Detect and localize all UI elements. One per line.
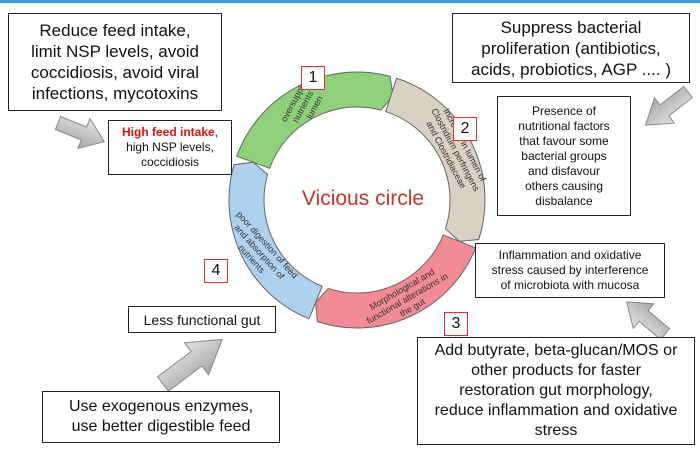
arrow-up-right-icon — [156, 338, 223, 392]
ring-segment-4 — [228, 161, 323, 320]
arrow-down-left-icon — [644, 85, 694, 126]
text-line: disbalance — [535, 193, 593, 208]
exogenous-enzymes-box: Use exogenous enzymes, use better digest… — [42, 391, 280, 443]
text-line: nutritional factors — [518, 118, 610, 133]
text-line: others causing — [524, 178, 604, 193]
step-number-4: 4 — [204, 259, 228, 283]
text-line: of microbiota with mucosa — [500, 278, 640, 292]
arrow-right-icon — [54, 115, 106, 150]
text-line: restoration gut morphology, — [459, 382, 653, 399]
ring-segments — [228, 71, 486, 329]
text-line: Inflammation and oxidative — [498, 248, 642, 262]
circle-title: Vicious circle — [302, 187, 424, 210]
text-line: that favour some — [519, 133, 609, 148]
text-line: infections, mycotoxins — [31, 84, 199, 103]
text-line: use better digestible feed — [71, 418, 251, 435]
text-line: Use exogenous enzymes, — [68, 398, 254, 415]
butyrate-box: Add butyrate, beta-glucan/MOS or other p… — [417, 337, 695, 445]
step-number-1: 1 — [301, 66, 325, 90]
high-feed-intake-box: High feed intake, high NSP levels, cocci… — [108, 120, 232, 175]
text-line: reduce inflammation and oxidative — [434, 402, 678, 419]
text-line: Presence of — [531, 103, 597, 118]
high-feed-intake-highlight: High feed intake — [121, 125, 215, 139]
text-line: Reduce feed intake, — [39, 21, 191, 40]
text-line: bacterial groups — [521, 148, 607, 163]
text-line: other products for faster — [471, 362, 641, 379]
text-line: stress — [534, 422, 578, 439]
text-line: Suppress bacterial — [500, 17, 642, 37]
inflammation-box: Inflammation and oxidative stress caused… — [475, 243, 665, 298]
text-line: Add butyrate, beta-glucan/MOS or — [434, 342, 678, 359]
text-line: acids, probiotics, AGP .... ) — [471, 59, 671, 79]
reduce-feed-box: Reduce feed intake, limit NSP levels, av… — [8, 13, 222, 111]
text-line: limit NSP levels, avoid — [31, 42, 199, 61]
text-line: proliferation (antibiotics, — [481, 38, 661, 58]
step-number-2: 2 — [453, 117, 477, 141]
step-number-3: 3 — [444, 312, 468, 336]
text-line: coccidiosis — [140, 155, 200, 169]
ring-segment-3 — [315, 234, 477, 329]
ring-segment-2 — [385, 77, 486, 242]
text-line: coccidiosis, avoid viral — [30, 63, 200, 82]
nutritional-factors-box: Presence of nutritional factors that fav… — [497, 96, 631, 216]
arrow-up-left-icon — [626, 301, 671, 341]
text-line: stress caused by interference — [491, 263, 649, 277]
less-functional-gut-label: Less functional gut — [143, 311, 261, 328]
comma: , — [214, 125, 219, 139]
ring-segment-1 — [236, 71, 394, 169]
suppress-bacterial-box: Suppress bacterial proliferation (antibi… — [452, 13, 690, 83]
top-accent-line — [0, 0, 700, 3]
text-line: high NSP levels, — [126, 140, 214, 154]
text-line: and disfavour — [527, 163, 601, 178]
less-functional-gut-box: Less functional gut — [128, 306, 276, 333]
